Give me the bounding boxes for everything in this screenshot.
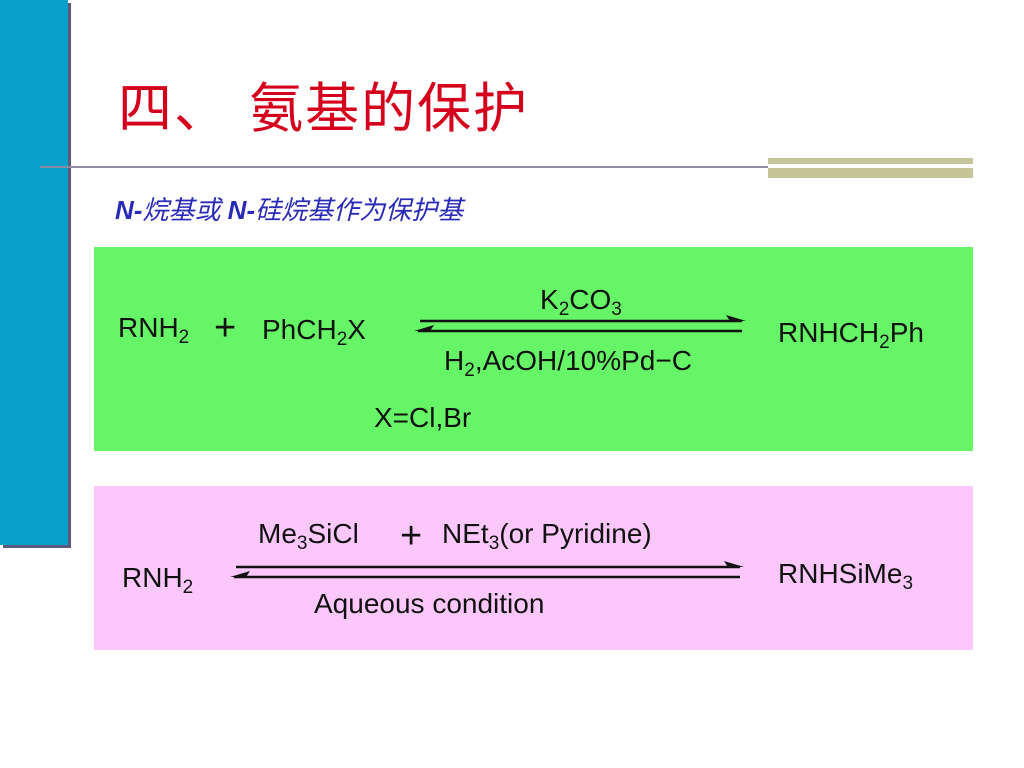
reagent-base: NEt3(or Pyridine) xyxy=(442,518,652,554)
subtitle-prefix: N- xyxy=(115,195,143,225)
reagent-condition: Aqueous condition xyxy=(314,588,545,619)
product-silylamine: RNHSiMe3 xyxy=(778,558,914,594)
plus-sign: + xyxy=(214,307,237,349)
section-subtitle: N-烷基或 N-硅烷基作为保护基 xyxy=(115,190,463,227)
reactant-amine: RNH2 xyxy=(118,312,190,348)
reagent-deprotection: H2,AcOH/10%Pd−C xyxy=(444,345,692,381)
equilibrium-arrows xyxy=(414,315,746,333)
equilibrium-arrows xyxy=(230,561,744,579)
reagent-silyl-chloride: Me3SiCl xyxy=(258,518,359,554)
reactant-benzyl-halide: PhCH2X xyxy=(262,314,366,350)
title-accent-stripe xyxy=(768,158,973,164)
plus-sign: + xyxy=(400,515,423,557)
subtitle-text: 硅烷基作为保护基 xyxy=(255,195,464,225)
title-accent-stripe xyxy=(768,168,973,178)
reaction-panel-silyl: Me3SiCl + NEt3(or Pyridine) RNH2 Aqueous… xyxy=(94,486,973,650)
reagent-base: K2CO3 xyxy=(540,284,622,320)
page-title: 四、 氨基的保护 xyxy=(118,77,530,140)
subtitle-text: 烷基或 xyxy=(142,195,228,225)
title-divider xyxy=(40,166,768,168)
halide-note: X=Cl,Br xyxy=(374,402,472,433)
product-benzylamine: RNHCH2Ph xyxy=(778,317,924,353)
left-accent-bar xyxy=(0,0,68,545)
reactant-amine: RNH2 xyxy=(122,562,194,598)
reaction-panel-alkyl: RNH2 + PhCH2X K2CO3 H2,AcOH/10%Pd−C RNHC… xyxy=(94,247,973,451)
subtitle-prefix: N- xyxy=(227,195,256,225)
